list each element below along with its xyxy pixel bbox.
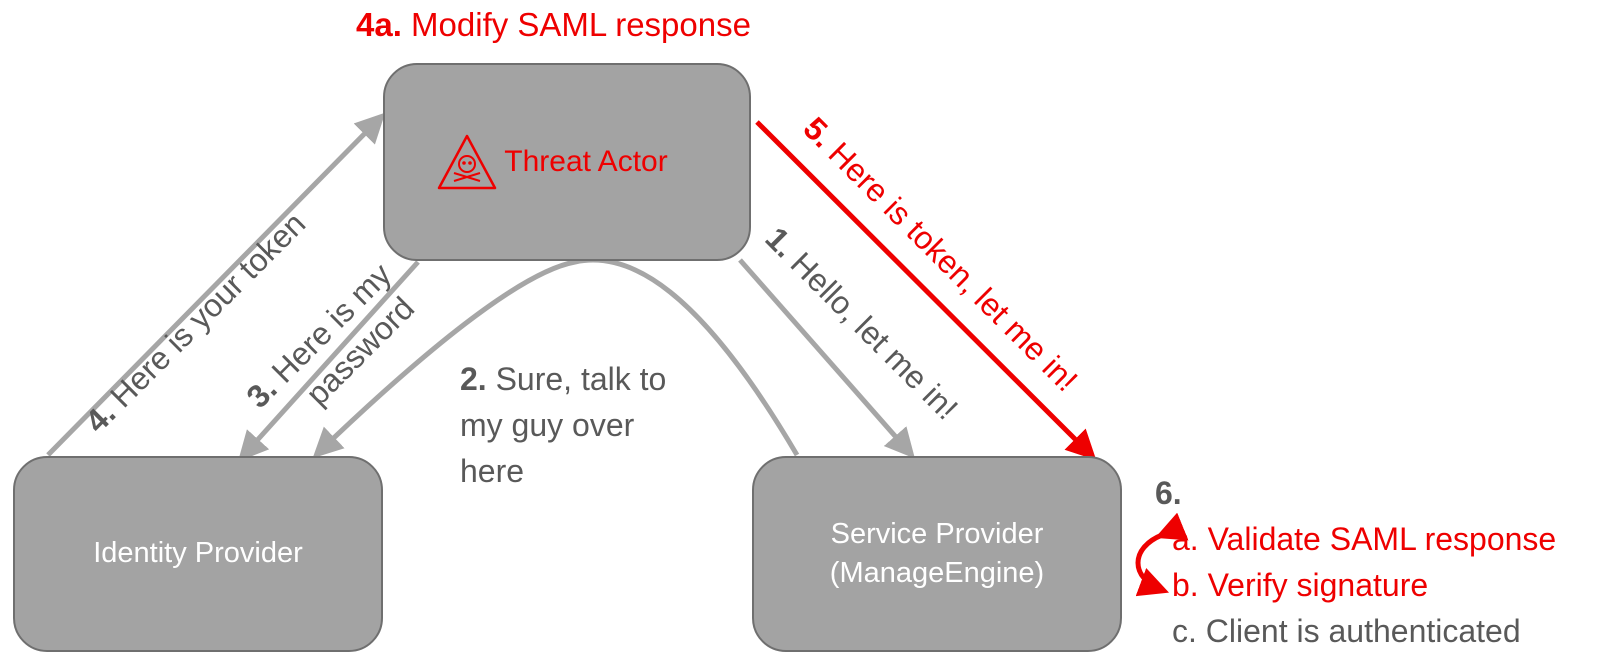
service-provider-sublabel: (ManageEngine)	[829, 557, 1045, 589]
step-6-list: 6. a. Validate SAML response b. Verify s…	[1155, 470, 1557, 654]
arrow-step-2	[312, 257, 800, 459]
arrow-step-1	[738, 258, 915, 459]
step-4a-text: Modify SAML response	[411, 6, 751, 43]
identity-provider-node: Identity Provider	[13, 456, 383, 652]
step-6-item-a: a. Validate SAML response	[1172, 521, 1557, 557]
arrow-step-3	[237, 260, 420, 462]
step-4a-number: 4a.	[356, 6, 402, 43]
threat-actor-node: Threat Actor	[383, 63, 751, 261]
skull-warning-icon	[438, 134, 497, 190]
step-4a-label: 4a. Modify SAML response	[356, 6, 751, 44]
identity-provider-label: Identity Provider	[93, 537, 303, 570]
step-2-text-line2: my guy over	[460, 407, 635, 443]
service-provider-node: Service Provider (ManageEngine)	[752, 456, 1122, 652]
step-2-text: Sure, talk to	[495, 361, 667, 397]
arrow-step-4	[46, 112, 386, 457]
step-6-item-b: b. Verify signature	[1172, 567, 1429, 603]
arrow-step-5	[755, 120, 1097, 461]
step-2-text-line3: here	[460, 453, 525, 489]
service-provider-label: Service Provider	[830, 517, 1044, 550]
step-2-number: 2.	[460, 361, 487, 397]
arrow-step-6-loop	[1135, 512, 1189, 597]
step-6-item-c: c. Client is authenticated	[1172, 613, 1521, 649]
step-2-label: 2. Sure, talk to my guy over here	[460, 356, 666, 494]
step-6-number: 6.	[1155, 475, 1182, 511]
threat-actor-label: Threat Actor	[504, 144, 668, 178]
